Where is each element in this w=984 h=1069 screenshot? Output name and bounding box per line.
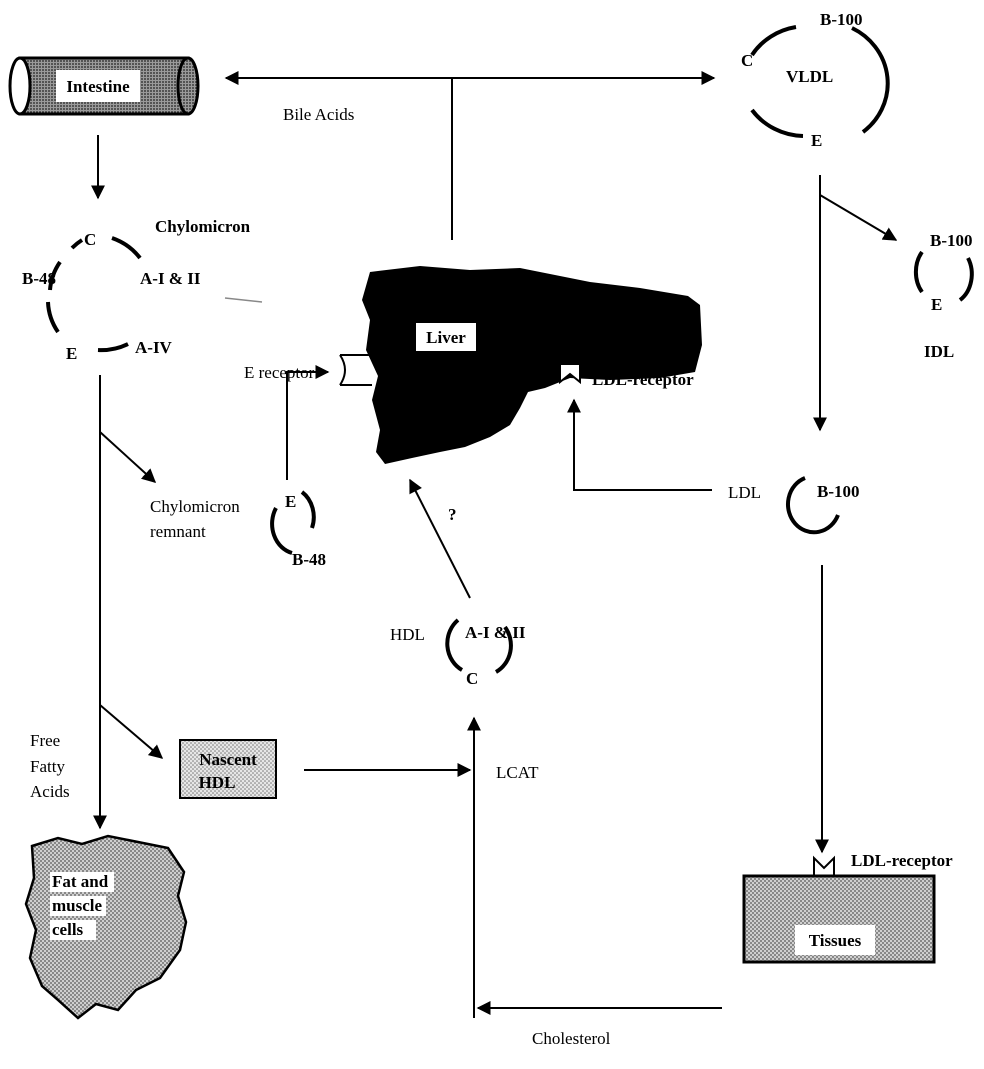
fat-muscle-cells-node: Fat and muscle cells <box>24 834 188 1020</box>
remnant-label-2: remnant <box>150 522 206 541</box>
bile-acids-pathway <box>224 71 716 240</box>
idl-label: IDL <box>924 342 954 361</box>
remnant-label-1: Chylomicron <box>150 497 240 516</box>
ldl-particle <box>785 476 840 535</box>
e-receptor-label: E receptor <box>244 363 315 382</box>
hdl-label: HDL <box>390 625 425 644</box>
intestine-node: Intestine <box>8 56 200 116</box>
nascent-hdl-label-2: HDL <box>199 773 236 792</box>
hdl-apo-a1a2: A-I & II <box>465 623 526 642</box>
intestine-label: Intestine <box>66 77 130 96</box>
remnant-apo-e: E <box>285 492 296 511</box>
nascent-hdl-box: Nascent HDL <box>179 739 277 799</box>
remnant-particle <box>270 490 316 555</box>
liver-ldl-receptor-shape <box>559 365 581 385</box>
tissues-box: Tissues <box>742 874 936 964</box>
remnant-apo-b48: B-48 <box>292 550 326 569</box>
tissues-ldl-receptor-label: LDL-receptor <box>851 851 953 870</box>
fat-muscle-label-1: Fat and <box>52 872 109 891</box>
chylo-apo-b48: B-48 <box>22 269 56 288</box>
idl-apo-e: E <box>931 295 942 314</box>
ffa-label-3: Acids <box>30 782 70 801</box>
hdl-particle <box>445 618 513 674</box>
chylomicron-label: Chylomicron <box>155 217 251 236</box>
liver-ldl-receptor-label: LDL-receptor <box>592 370 694 389</box>
vldl-apo-e: E <box>811 131 822 150</box>
lcat-label: LCAT <box>496 763 539 782</box>
idl-particle <box>913 250 974 302</box>
chylo-apo-e: E <box>66 344 77 363</box>
vldl-particle <box>750 25 890 138</box>
chylomicron-particle <box>46 236 142 353</box>
liver-label: Liver <box>426 328 466 347</box>
ffa-label-1: Free <box>30 731 60 750</box>
tissues-ldl-receptor-shape <box>813 855 835 876</box>
idl-apo-b100: B-100 <box>930 231 973 250</box>
hdl-apo-c: C <box>466 669 478 688</box>
e-receptor-shape <box>339 354 372 386</box>
tissues-label: Tissues <box>809 931 862 950</box>
question-mark: ? <box>448 505 457 524</box>
vldl-label: VLDL <box>786 67 833 86</box>
chylo-apo-a4: A-IV <box>135 338 173 357</box>
ldl-apo-b100: B-100 <box>817 482 860 501</box>
fat-muscle-label-2: muscle <box>52 896 103 915</box>
nascent-hdl-label-1: Nascent <box>199 750 257 769</box>
vldl-apo-b100: B-100 <box>820 10 863 29</box>
chylo-apo-a1a2: A-I & II <box>140 269 201 288</box>
cholesterol-label: Cholesterol <box>532 1029 611 1048</box>
ffa-label-2: Fatty <box>30 757 65 776</box>
bile-acids-label: Bile Acids <box>283 105 354 124</box>
fat-muscle-label-3: cells <box>52 920 84 939</box>
vldl-apo-c: C <box>741 51 753 70</box>
chylo-apo-c: C <box>84 230 96 249</box>
liver-shape <box>362 266 702 464</box>
ldl-label: LDL <box>728 483 761 502</box>
